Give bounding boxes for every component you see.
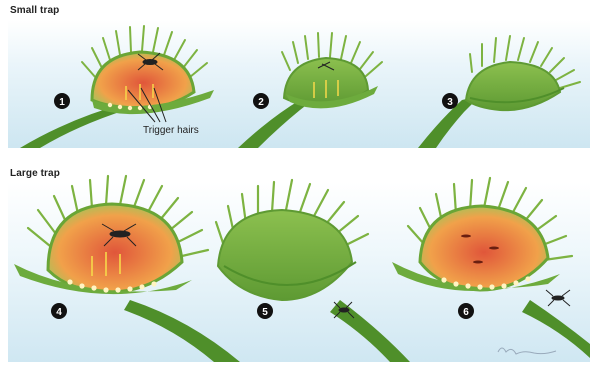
- trap-6: [392, 178, 572, 306]
- artist-signature: [498, 348, 556, 354]
- trap-3: [466, 36, 580, 110]
- trigger-hairs-label: Trigger hairs: [143, 125, 199, 136]
- step-3-number: 3: [447, 97, 453, 108]
- step-1-badge: 1: [54, 93, 70, 109]
- step-2-number: 2: [258, 97, 264, 108]
- trap-2: [282, 33, 382, 108]
- step-6-badge: 6: [458, 303, 474, 319]
- step-2-badge: 2: [253, 93, 269, 109]
- step-4-number: 4: [56, 307, 62, 318]
- trap-4: [14, 176, 208, 294]
- step-1-number: 1: [59, 97, 65, 108]
- step-5-badge: 5: [257, 303, 273, 319]
- step-6-number: 6: [463, 307, 469, 318]
- step-3-badge: 3: [442, 93, 458, 109]
- stem-6: [522, 300, 590, 358]
- step-4-badge: 4: [51, 303, 67, 319]
- stem-4: [124, 300, 240, 362]
- step-5-number: 5: [262, 307, 268, 318]
- trap-5: [216, 180, 368, 318]
